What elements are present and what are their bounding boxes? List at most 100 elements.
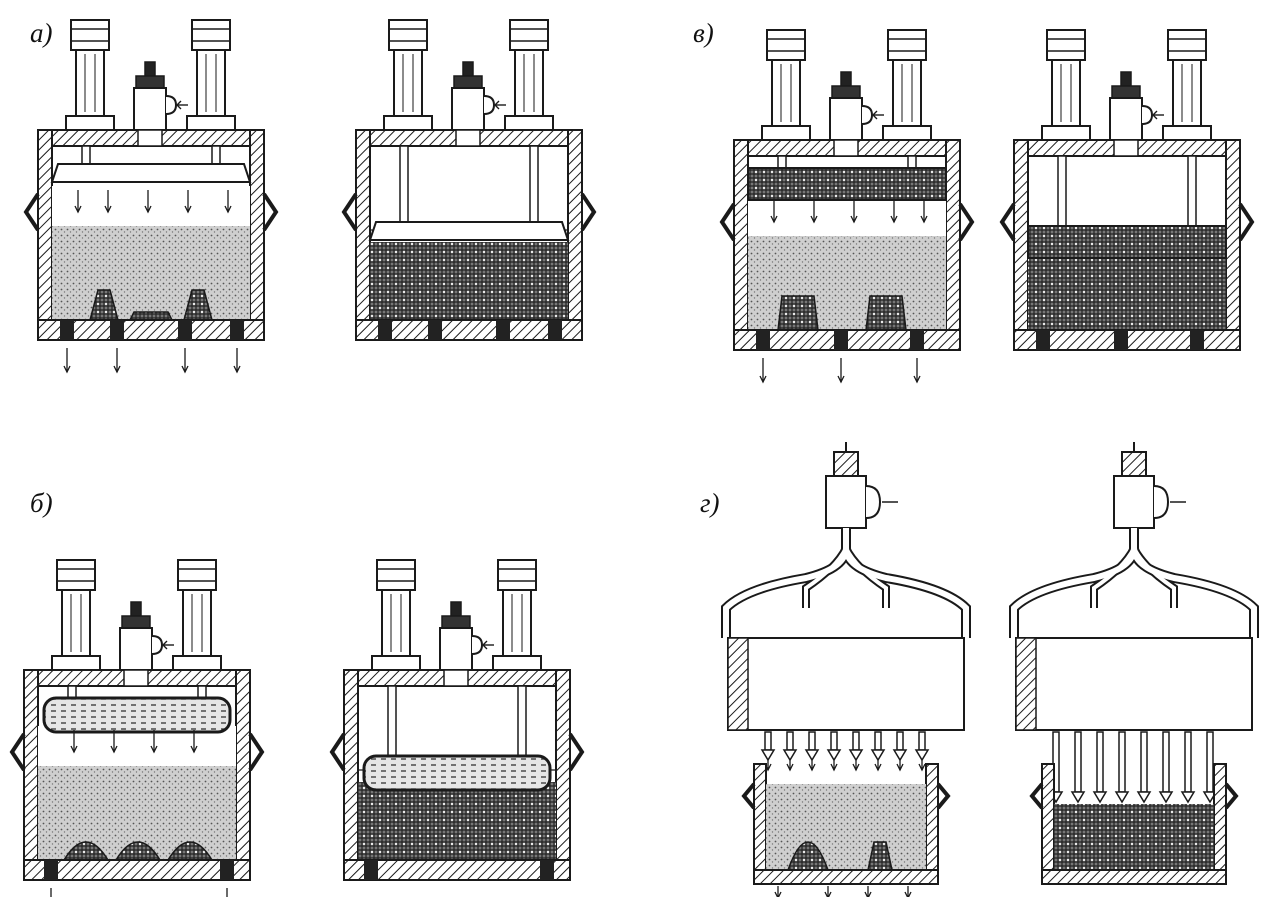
molding-sand: [748, 236, 946, 330]
vent: [910, 330, 924, 350]
air-inlet-icon: [1141, 105, 1154, 125]
valve-body: [1113, 475, 1155, 529]
molding-sand: [1028, 252, 1226, 330]
vent: [60, 320, 74, 340]
cylinder-flange: [761, 125, 811, 141]
cylinder-body: [1051, 59, 1081, 127]
vent: [44, 860, 58, 880]
left-wall: [23, 669, 39, 861]
base-plate: [23, 859, 251, 881]
left-wall: [753, 763, 767, 871]
pattern: [786, 841, 830, 871]
press-b-before: [9, 559, 265, 897]
cylinder-cap: [887, 29, 927, 61]
air-inlet-icon: [165, 95, 178, 115]
air-inlet-icon: [483, 95, 496, 115]
pattern: [777, 295, 819, 331]
valve-body: [439, 627, 473, 671]
right-wall: [945, 139, 961, 331]
cylinder-cap: [766, 29, 806, 61]
valve-stem-icon: [840, 71, 852, 87]
left-clamp: [9, 732, 26, 772]
left-clamp: [23, 192, 40, 232]
panel-label-a: а): [30, 18, 53, 48]
cylinder-cap: [497, 559, 537, 591]
air-port: [455, 129, 481, 147]
cylinder-cap: [70, 19, 110, 51]
left-wall: [343, 669, 359, 861]
nozzle: [1140, 731, 1148, 793]
vent: [230, 320, 244, 340]
nozzle: [764, 731, 772, 751]
cylinder-body: [75, 49, 105, 117]
left-wall: [1041, 763, 1055, 871]
valve-stem-icon: [144, 61, 156, 77]
membrane: [362, 754, 552, 792]
vent: [540, 860, 554, 880]
panel-label-v: в): [693, 18, 714, 48]
right-clamp: [262, 192, 279, 232]
right-clamp: [936, 782, 951, 810]
right-clamp: [1238, 202, 1255, 242]
pattern: [128, 311, 174, 321]
piston-rod: [529, 145, 539, 231]
molding-sand: [370, 242, 568, 320]
cylinder-cap: [191, 19, 231, 51]
piston-rod: [399, 145, 409, 231]
cylinder-flange: [383, 115, 433, 131]
cylinder-flange: [492, 655, 542, 671]
left-clamp: [741, 782, 756, 810]
air-inlet-icon: [1153, 485, 1170, 519]
right-wall: [249, 129, 265, 321]
nozzle: [808, 731, 816, 751]
molding-sand: [358, 782, 556, 860]
cylinder-cap: [177, 559, 217, 591]
right-wall: [1213, 763, 1227, 871]
vent: [178, 320, 192, 340]
base-plate: [343, 859, 571, 881]
nozzle: [1118, 731, 1126, 793]
nozzle: [852, 731, 860, 751]
cylinder-body: [514, 49, 544, 117]
air-port: [1113, 139, 1139, 157]
nozzle: [786, 731, 794, 751]
cylinder-body: [381, 589, 411, 657]
left-clamp: [341, 192, 358, 232]
valve-stem-icon: [130, 601, 142, 617]
press-b-after: [329, 559, 585, 881]
air-inlet-icon: [471, 635, 484, 655]
cylinder-cap: [1046, 29, 1086, 61]
right-clamp: [568, 732, 585, 772]
nozzle: [874, 731, 882, 751]
valve-body: [119, 627, 153, 671]
press-g-after: [1009, 442, 1259, 885]
molding-sand: [52, 226, 250, 320]
cylinder-cap: [509, 19, 549, 51]
vent: [364, 860, 378, 880]
cylinder-flange: [1162, 125, 1212, 141]
cylinder-flange: [51, 655, 101, 671]
nozzle: [1206, 731, 1214, 793]
valve-stem-icon: [450, 601, 462, 617]
perforated-plate: [747, 167, 947, 201]
cylinder-cap: [56, 559, 96, 591]
cylinder-flange: [1041, 125, 1091, 141]
right-clamp: [1224, 782, 1239, 810]
vent: [1114, 330, 1128, 350]
valve-body: [451, 87, 485, 131]
nozzle: [1162, 731, 1170, 793]
vent: [1036, 330, 1050, 350]
cylinder-cap: [376, 559, 416, 591]
air-port: [123, 669, 149, 687]
right-clamp: [580, 192, 597, 232]
air-inlet-icon: [861, 105, 874, 125]
press-v-after: [999, 29, 1255, 351]
valve-body: [829, 97, 863, 141]
air-inlet-icon: [151, 635, 164, 655]
base-plate: [753, 869, 939, 885]
left-wall: [37, 129, 53, 321]
cylinder-flange: [882, 125, 932, 141]
right-clamp: [248, 732, 265, 772]
right-clamp: [958, 202, 975, 242]
press-a-before: [23, 19, 279, 374]
